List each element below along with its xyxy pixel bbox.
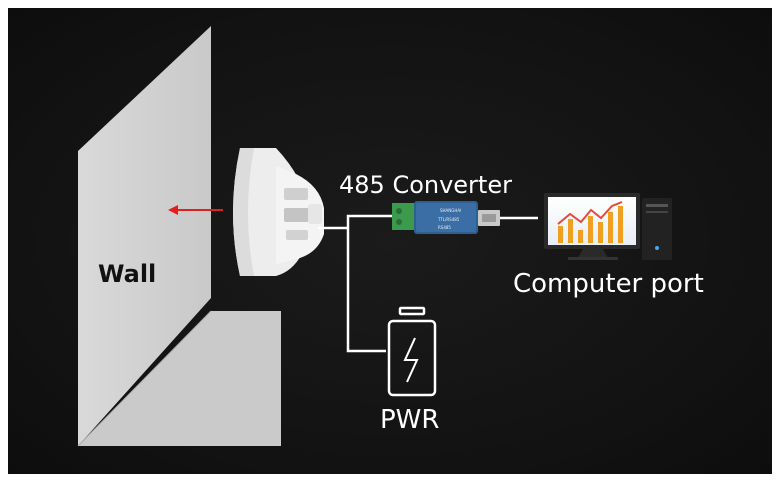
converter-model-text: TTL/RS485 xyxy=(437,217,460,222)
power-label: PWR xyxy=(380,405,440,435)
detector-icon xyxy=(233,148,324,276)
wall xyxy=(77,26,281,447)
converter-label: 485 Converter xyxy=(339,171,512,199)
lightning-icon xyxy=(403,337,419,383)
computer-port-label: Computer port xyxy=(513,269,704,299)
monitor-chart xyxy=(558,206,623,243)
wiring-diagram: SHANGHAI TTL/RS485 RS485 xyxy=(77,26,672,447)
diagram-canvas: SHANGHAI TTL/RS485 RS485 xyxy=(8,8,772,474)
wall-label: Wall xyxy=(98,260,157,288)
battery-icon xyxy=(387,306,437,397)
converter-interface-text: RS485 xyxy=(438,225,451,230)
wiring xyxy=(318,214,538,353)
arrow-icon xyxy=(168,205,223,215)
usb-converter-icon: SHANGHAI TTL/RS485 RS485 xyxy=(392,201,500,234)
converter-brand-text: SHANGHAI xyxy=(440,208,461,213)
computer-icon xyxy=(544,193,672,260)
